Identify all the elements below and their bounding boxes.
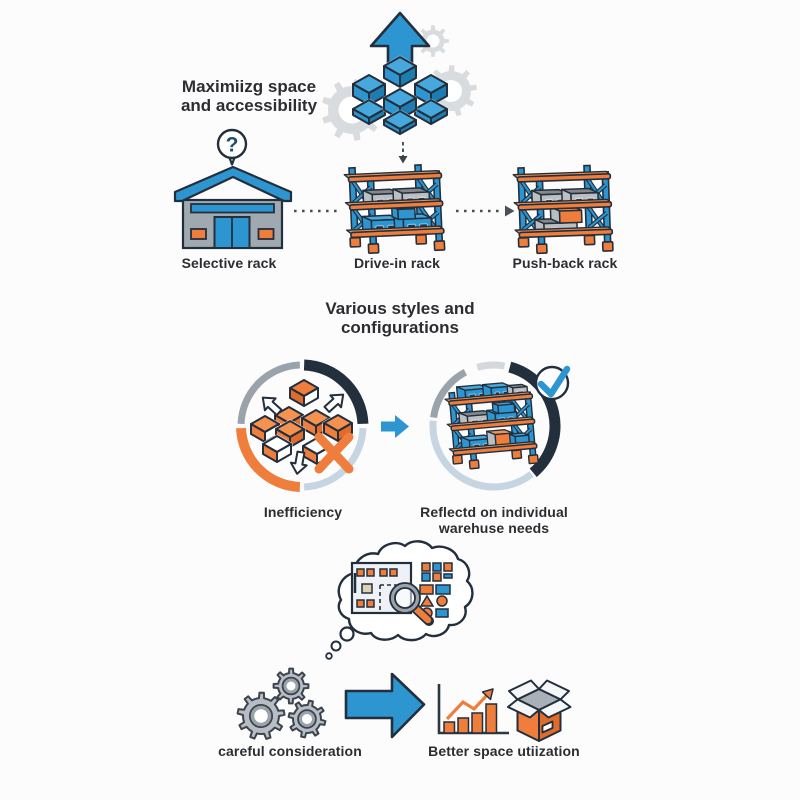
cubes-stack-icon — [351, 55, 449, 136]
x-mark-icon — [314, 432, 354, 474]
question-mark-glyph: ? — [226, 134, 239, 157]
optimized-ring-icon — [429, 361, 561, 491]
warehouse-icon — [173, 165, 293, 250]
right-arrow-icon — [381, 415, 409, 438]
comparison-illustration — [236, 359, 571, 492]
shapes-grid-icon — [419, 562, 453, 619]
thought-cloud-icon — [325, 540, 474, 660]
outward-arrows-icon — [261, 393, 345, 475]
top-illustration — [322, 11, 477, 164]
bottom-illustration — [236, 667, 572, 742]
optimized-rack-icon — [444, 382, 539, 470]
inefficiency-label: Inefficiency — [263, 504, 343, 520]
optimized-label: Reflectd on individual warehuse needs — [420, 504, 568, 536]
dashed-down-arrow — [398, 142, 408, 164]
open-box-icon — [507, 679, 572, 742]
question-mark-icon: ? — [216, 128, 248, 166]
gears-icon — [236, 667, 327, 740]
drive-in-rack-label: Drive-in rack — [353, 255, 441, 271]
push-back-rack-label: Push-back rack — [512, 255, 618, 271]
dashed-connector-arrow — [456, 205, 515, 217]
big-right-arrow-icon — [344, 672, 426, 739]
racks-row-illustration: ? — [173, 128, 614, 255]
drive-in-rack-icon — [343, 164, 446, 254]
middle-heading: Various styles and configurations — [325, 299, 475, 337]
selective-rack-label: Selective rack — [181, 255, 277, 271]
bar-chart-icon — [437, 684, 509, 735]
better-space-label: Better space utiization — [428, 743, 580, 759]
magnifier-icon — [389, 582, 434, 626]
push-back-rack-icon — [512, 164, 614, 255]
check-badge-icon — [534, 365, 571, 401]
boxes-cluster-icon — [249, 378, 354, 466]
top-heading: Maximiizg space and accessibility — [180, 77, 318, 115]
careful-consideration-label: careful consideration — [218, 743, 362, 759]
